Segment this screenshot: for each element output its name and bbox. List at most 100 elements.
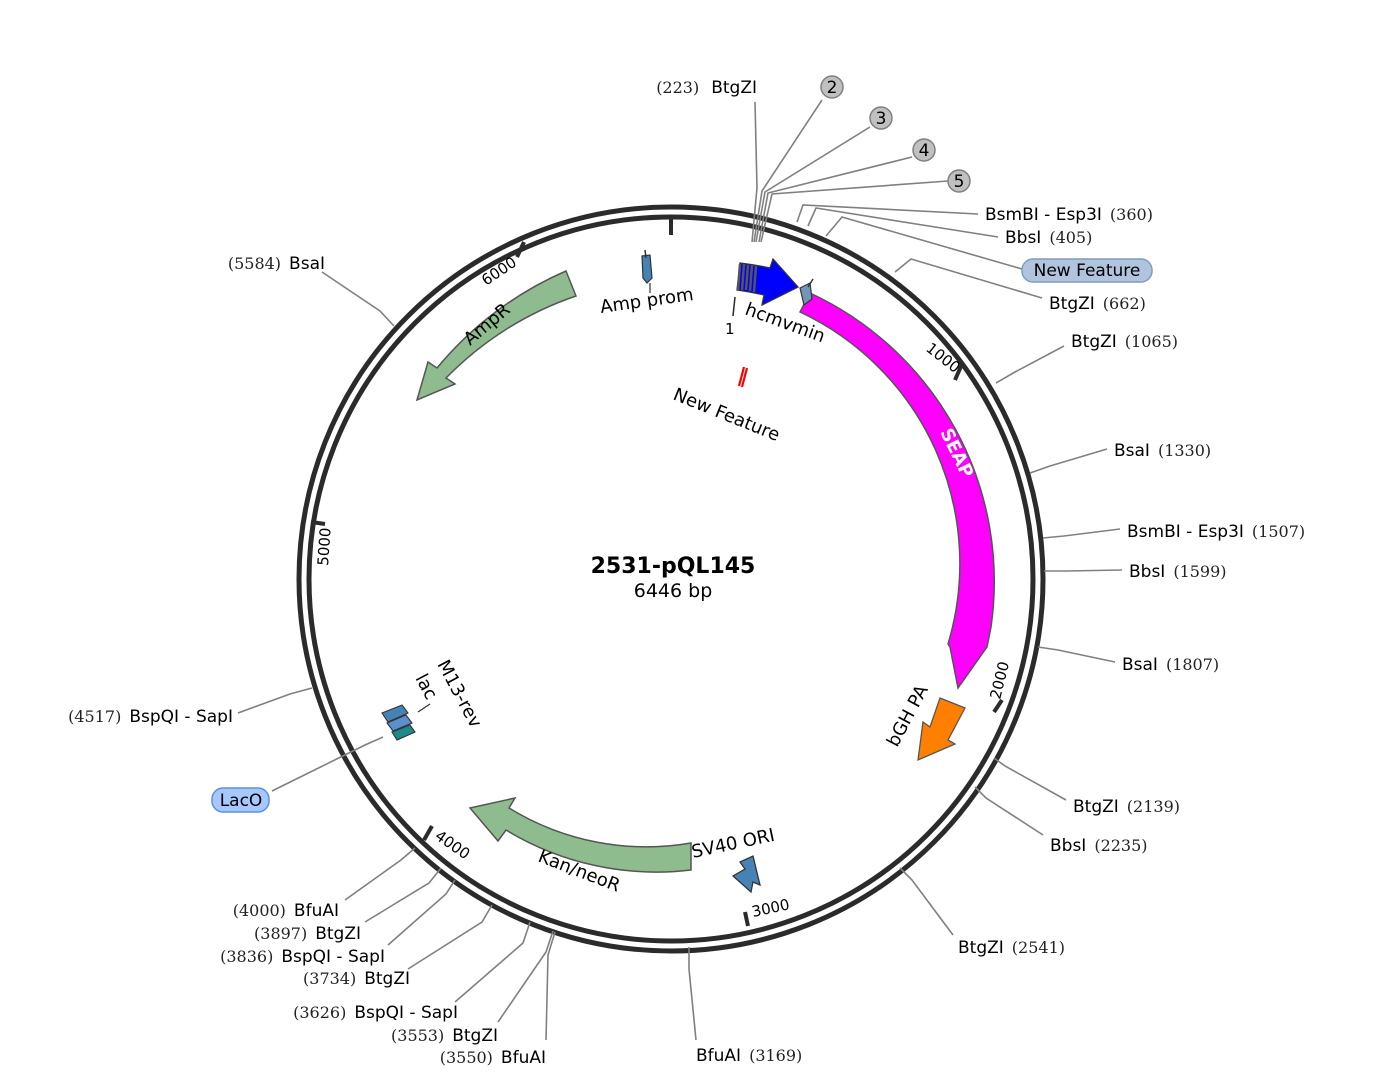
lac-leader (417, 703, 431, 713)
backbone-inner-ring (306, 214, 1036, 944)
bgh-pa-arrow[interactable] (917, 697, 966, 762)
leader-cluster-2 (753, 99, 823, 243)
cluster-marker-4[interactable]: 4 (912, 138, 936, 162)
site-label-bsmbi-1507[interactable]: BsmBI - Esp3I(1507) (1127, 522, 1305, 542)
ampr-arrow[interactable] (415, 270, 577, 402)
leader-bspqi-3626 (454, 921, 531, 1003)
svg-text:5: 5 (954, 172, 965, 192)
site-label-bfuai-3550[interactable]: (3550)BfuAI (440, 1048, 546, 1068)
tick-3000 (743, 911, 750, 927)
site-pill-new-feature-text: New Feature (1034, 261, 1141, 281)
site-label-bsai-5584[interactable]: (5584)BsaI (228, 254, 325, 274)
plasmid-length: 6446 bp (634, 580, 713, 602)
site-label-btgzi-2139[interactable]: BtgZI(2139) (1073, 797, 1180, 817)
tick-6000 (515, 241, 526, 258)
leader-bspqi-3836 (387, 879, 456, 946)
leader-bsai-1807 (1037, 646, 1116, 663)
origin-label: 1 (725, 320, 735, 338)
site-label-bfuai-4000[interactable]: (4000)BfuAI (233, 901, 339, 921)
leader-cluster-5 (760, 180, 949, 243)
cluster-markers: 2 3 4 5 (820, 75, 971, 193)
tick-2000 (992, 698, 1004, 714)
leader-bfuai-4000 (344, 847, 416, 901)
site-label-bspqi-3836[interactable]: (3836)BspQI - SapI (220, 947, 385, 967)
leader-bspqi-4517 (237, 687, 313, 714)
small-feature-tick (807, 278, 814, 288)
leader-btgzi-3734 (407, 904, 493, 970)
site-label-btgzi-223[interactable]: (223)BtgZI (656, 78, 757, 98)
site-pill-laco[interactable]: LacO (211, 787, 270, 813)
lac-marker[interactable] (386, 714, 413, 732)
small-feature-marker[interactable] (799, 282, 813, 307)
leader-btgzi-2139 (993, 757, 1067, 801)
tick-label-2000: 2000 (986, 660, 1013, 701)
leader-bbsi-1599 (1044, 569, 1123, 572)
tick-marks (310, 215, 1004, 927)
kan-neor-arrow[interactable] (468, 796, 692, 873)
seap-arrow[interactable] (798, 292, 996, 690)
site-label-btgzi-3897[interactable]: (3897)BtgZI (254, 924, 361, 944)
leader-new-feature (825, 216, 1023, 270)
site-label-bsai-1807[interactable]: BsaI(1807) (1122, 655, 1219, 675)
site-pill-laco-text: LacO (220, 791, 263, 811)
leader-bfuai-3550 (545, 931, 556, 1041)
site-leaders (237, 99, 1123, 1041)
leader-btgzi-3553 (497, 930, 554, 1023)
leader-btgzi-662 (894, 258, 1043, 299)
leader-laco (271, 736, 384, 792)
origin-label-leader (732, 296, 736, 317)
hcmvmin-hatch (736, 263, 758, 293)
site-label-bspqi-3626[interactable]: (3626)BspQI - SapI (293, 1003, 458, 1023)
tick-label-3000: 3000 (750, 895, 791, 921)
site-label-btgzi-2541[interactable]: BtgZI(2541) (958, 938, 1065, 958)
sv40-ori-arrow[interactable] (731, 855, 761, 894)
leader-bsmbi-360 (796, 204, 979, 223)
site-label-btgzi-1065[interactable]: BtgZI(1065) (1071, 332, 1178, 352)
cluster-marker-3[interactable]: 3 (869, 106, 893, 130)
tick-1000 (953, 363, 964, 381)
site-pill-new-feature[interactable]: New Feature (1021, 258, 1153, 283)
site-labels: (223)BtgZI BsmBI - Esp3I(360) BbsI(405) … (68, 78, 1305, 1068)
leader-bbsi-405 (807, 207, 999, 238)
plasmid-name: 2531-pQL145 (591, 554, 756, 579)
amp-prom-tick (644, 249, 647, 259)
site-label-bsai-1330[interactable]: BsaI(1330) (1114, 441, 1211, 461)
site-label-bbsi-405[interactable]: BbsI(405) (1005, 228, 1092, 248)
site-label-bbsi-2235[interactable]: BbsI(2235) (1050, 836, 1148, 856)
laco-marker[interactable] (391, 724, 416, 741)
leader-btgzi-223 (751, 101, 758, 243)
backbone (296, 204, 1046, 954)
m13-rev-marker[interactable] (381, 704, 409, 723)
cluster-marker-2[interactable]: 2 (820, 75, 844, 99)
new-feature-inner-label: New Feature (670, 384, 783, 446)
tick-5000 (310, 520, 326, 526)
leader-cluster-4 (758, 156, 913, 243)
svg-text:2: 2 (827, 78, 838, 98)
sv40-ori-label: SV40 ORI (690, 825, 777, 863)
leader-bsai-5584 (321, 271, 395, 327)
leader-bsai-1330 (1029, 448, 1108, 474)
lac-cluster[interactable] (381, 704, 416, 741)
leader-bbsi-2235 (974, 786, 1044, 836)
leader-btgzi-2541 (899, 867, 954, 936)
amp-prom-label: Amp prom (599, 284, 695, 318)
site-label-btgzi-3734[interactable]: (3734)BtgZI (303, 969, 410, 989)
site-label-bfuai-3169[interactable]: BfuAI(3169) (696, 1046, 802, 1066)
svg-text:3: 3 (876, 109, 887, 129)
site-label-btgzi-662[interactable]: BtgZI(662) (1049, 294, 1146, 314)
site-label-bspqi-4517[interactable]: (4517)BspQI - SapI (68, 707, 233, 727)
cluster-marker-5[interactable]: 5 (947, 169, 971, 193)
leader-btgzi-1065 (995, 345, 1065, 384)
leader-cluster-3 (755, 126, 871, 243)
amp-prom-arrow[interactable] (641, 254, 653, 284)
new-feature-marker[interactable] (737, 366, 749, 388)
leader-bsmbi-1507 (1042, 528, 1121, 539)
site-label-btgzi-3553[interactable]: (3553)BtgZI (391, 1026, 498, 1046)
backbone-outer-ring (296, 204, 1046, 954)
lac-label: lac (411, 670, 442, 703)
site-label-bbsi-1599[interactable]: BbsI(1599) (1129, 562, 1227, 582)
m13-rev-label: M13-rev (433, 656, 486, 731)
site-label-bsmbi-360[interactable]: BsmBI - Esp3I(360) (985, 205, 1153, 225)
tick-4000 (422, 825, 434, 841)
